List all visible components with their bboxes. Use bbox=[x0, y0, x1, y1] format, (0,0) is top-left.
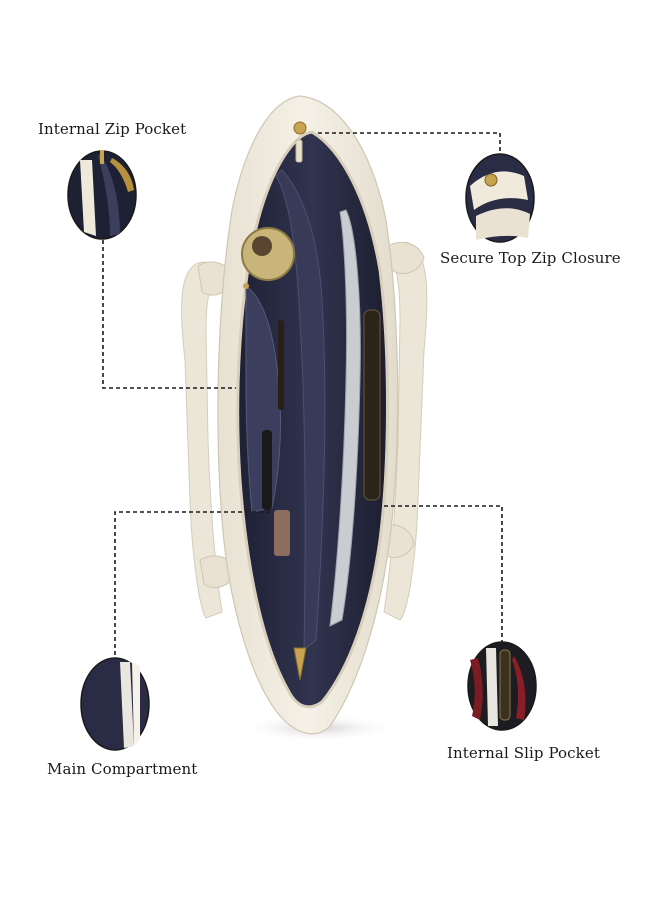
callout-secure-top-zip bbox=[465, 153, 535, 243]
pen-item bbox=[278, 320, 284, 410]
leader-lines bbox=[102, 132, 503, 658]
label-internal-slip-pocket: Internal Slip Pocket bbox=[447, 744, 600, 762]
callout-internal-zip-pocket bbox=[67, 150, 137, 240]
mascara-item bbox=[262, 430, 272, 510]
compact-center bbox=[252, 236, 272, 256]
tablet-device bbox=[329, 209, 361, 627]
callout-main-compartment bbox=[80, 657, 150, 751]
label-secure-top-zip-closure: Secure Top Zip Closure bbox=[440, 249, 621, 267]
zipper-pulls bbox=[243, 121, 307, 681]
label-internal-zip-pocket: Internal Zip Pocket bbox=[38, 120, 187, 138]
label-main-compartment: Main Compartment bbox=[47, 760, 198, 778]
lipstick-item bbox=[274, 510, 290, 556]
pouch-item bbox=[363, 309, 381, 501]
callout-internal-slip-pocket bbox=[467, 641, 537, 731]
